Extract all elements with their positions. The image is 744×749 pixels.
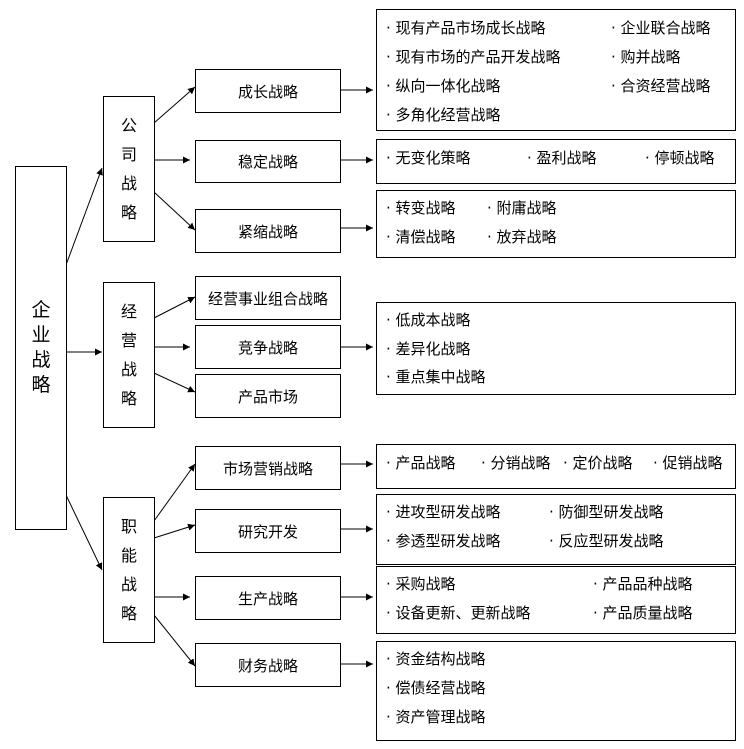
detail-box-rnd: · 进攻型研发战略 · 防御型研发战略 · 参透型研发战略 · 反应型研发战略 — [376, 494, 736, 565]
level-box-corporate: 公 司 战 略 — [103, 96, 155, 242]
strategy-box-finance: 财务战略 — [195, 643, 341, 687]
detail-item: · 产品战略 — [386, 454, 456, 472]
detail-item: · 企业联合战略 — [611, 19, 711, 37]
detail-item: · 促销战略 — [653, 454, 723, 472]
level-box-business: 经 营 战 略 — [103, 282, 155, 428]
strategy-label: 财务战略 — [237, 656, 298, 675]
detail-item: · 清偿战略 — [386, 228, 456, 246]
level-box-functional: 职 能 战 略 — [103, 497, 155, 643]
strategy-box-competitive: 竞争战略 — [195, 325, 341, 369]
strategy-box-production: 生产战略 — [195, 576, 341, 620]
root-char: 战 — [31, 349, 51, 371]
level-char: 战 — [120, 174, 137, 193]
level-char: 经 — [120, 302, 137, 321]
detail-item: · 停顿战略 — [645, 149, 715, 167]
strategy-label: 紧缩战略 — [237, 222, 298, 241]
detail-item: · 盈利战略 — [527, 149, 597, 167]
detail-box-production: · 采购战略 · 产品品种战略 · 设备更新、更新战略 · 产品质量战略 — [376, 566, 736, 634]
strategy-box-stable: 稳定战略 — [195, 140, 341, 183]
strategy-box-portfolio: 经营事业组合战略 — [195, 276, 341, 320]
detail-item: · 反应型研发战略 — [549, 532, 664, 550]
strategy-label: 产品市场 — [237, 387, 298, 406]
detail-item: · 设备更新、更新战略 — [386, 604, 531, 622]
detail-item: · 差异化战略 — [386, 340, 471, 358]
detail-item: · 资金结构战略 — [386, 650, 486, 668]
strategy-box-growth: 成长战略 — [195, 69, 341, 113]
arrow-functional-to-rnd — [153, 523, 196, 539]
level-char: 能 — [120, 546, 137, 565]
arrow-functional-to-marketing — [153, 463, 196, 522]
detail-box-growth: · 现有产品市场成长战略 · 企业联合战略 · 现有市场的产品开发战略 · 购并… — [376, 9, 736, 131]
detail-box-finance: · 资金结构战略 · 偿债经营战略 · 资产管理战略 — [376, 641, 736, 741]
detail-item: · 现有市场的产品开发战略 — [386, 48, 561, 66]
detail-box-competitive: · 低成本战略 · 差异化战略 · 重点集中战略 — [376, 302, 736, 395]
level-char: 战 — [120, 360, 137, 379]
strategy-box-rnd: 研究开发 — [195, 509, 341, 553]
detail-item: · 重点集中战略 — [386, 368, 486, 386]
detail-item: · 偿债经营战略 — [386, 679, 486, 697]
strategy-label: 经营事业组合战略 — [207, 289, 328, 308]
arrow-root-to-corporate — [65, 167, 103, 266]
detail-item: · 参透型研发战略 — [386, 532, 501, 550]
detail-item: · 放弃战略 — [487, 228, 557, 246]
level-char: 公 — [120, 116, 137, 135]
strategy-box-marketing: 市场营销战略 — [195, 446, 341, 490]
detail-item: · 无变化策略 — [386, 149, 471, 167]
level-char: 职 — [120, 517, 137, 536]
strategy-label: 生产战略 — [237, 589, 298, 608]
strategy-label: 稳定战略 — [237, 153, 298, 171]
detail-item: · 防御型研发战略 — [549, 503, 664, 521]
strategy-label: 成长战略 — [237, 82, 298, 101]
arrow-functional-to-finance — [153, 614, 196, 667]
detail-item: · 低成本战略 — [386, 311, 471, 329]
strategy-box-product-market: 产品市场 — [195, 374, 341, 418]
level-char: 司 — [120, 145, 137, 164]
level-char: 营 — [120, 331, 137, 350]
strategy-box-retrench: 紧缩战略 — [195, 209, 341, 253]
arrow-business-to-portfolio — [153, 296, 196, 319]
detail-item: · 分销战略 — [481, 454, 551, 472]
root-char: 略 — [31, 374, 51, 396]
detail-item: · 采购战略 — [386, 575, 456, 593]
level-label-corporate: 公 司 战 略 — [121, 111, 137, 227]
arrow-corporate-to-growth — [153, 86, 196, 124]
root-char: 企 — [31, 299, 51, 321]
detail-item: · 多角化经营战略 — [386, 106, 501, 124]
strategy-label: 市场营销战略 — [222, 459, 313, 478]
detail-item: · 产品质量战略 — [593, 604, 693, 622]
detail-item: · 转变战略 — [386, 199, 456, 217]
root-label: 企 业 战 略 — [31, 298, 50, 398]
level-char: 战 — [120, 575, 137, 594]
level-char: 略 — [120, 604, 137, 623]
root-char: 业 — [31, 324, 51, 346]
detail-box-stable: · 无变化策略 · 盈利战略 · 停顿战略 — [376, 139, 736, 184]
strategy-label: 研究开发 — [237, 522, 298, 541]
detail-item: · 附庸战略 — [487, 199, 557, 217]
detail-item: · 进攻型研发战略 — [386, 503, 501, 521]
arrow-business-to-product-market — [153, 372, 196, 393]
root-box-enterprise-strategy: 企 业 战 略 — [15, 166, 67, 530]
detail-item: · 现有产品市场成长战略 — [386, 19, 546, 37]
detail-box-marketing: · 产品战略 · 分销战略 · 定价战略 · 促销战略 — [376, 444, 736, 489]
level-label-functional: 职 能 战 略 — [121, 512, 137, 628]
detail-item: · 产品品种战略 — [593, 575, 693, 593]
level-char: 略 — [120, 389, 137, 408]
level-label-business: 经 营 战 略 — [121, 297, 137, 413]
detail-item: · 合资经营战略 — [611, 77, 711, 95]
detail-item: · 资产管理战略 — [386, 708, 486, 726]
arrow-corporate-to-retrench — [153, 191, 196, 231]
detail-item: · 购并战略 — [611, 48, 681, 66]
detail-item: · 纵向一体化战略 — [386, 77, 501, 95]
detail-item: · 定价战略 — [563, 454, 633, 472]
level-char: 略 — [120, 203, 137, 222]
detail-box-retrench: · 转变战略 · 附庸战略 · 清偿战略 · 放弃战略 — [376, 190, 736, 258]
strategy-label: 竞争战略 — [237, 338, 298, 357]
arrow-root-to-functional — [65, 494, 103, 571]
